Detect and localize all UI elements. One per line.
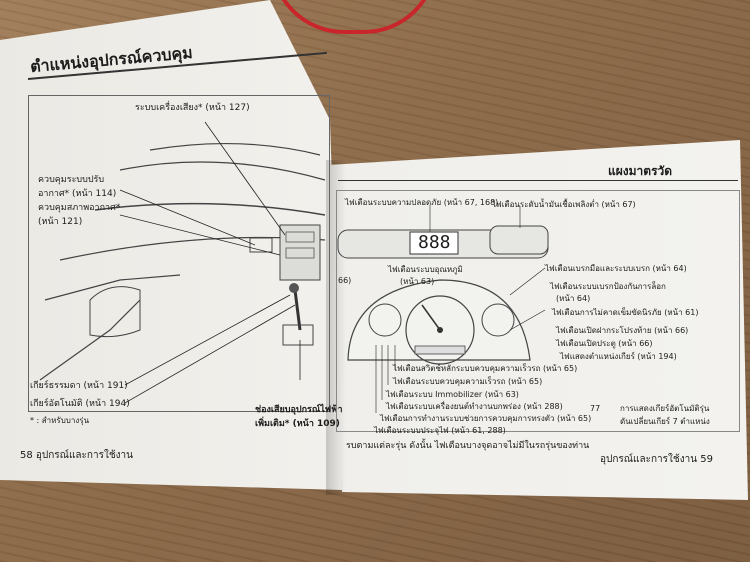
right-page-title: แผงมาตรวัด (608, 164, 673, 178)
label-manual-gear: เกียร์ธรรมดา (หน้า 191) (30, 381, 128, 391)
left-page-footer: 58 อุปกรณ์และการใช้งาน (20, 450, 133, 461)
label-parking-brake: ไฟเตือนเบรกมือและระบบเบรก (หน้า 64) (545, 264, 687, 273)
label-climate-3: ควบคุมสภาพอากาศ* (38, 203, 121, 213)
label-door: ไฟเตือนเปิดประตู (หน้า 66) (556, 339, 653, 348)
digital-display: 888 (418, 232, 451, 253)
label-charging: ไฟเตือนระบบประจุไฟ (หน้า 61, 288) (374, 426, 506, 435)
label-fuel-light: ไฟเตือนระดับน้ำมันเชื้อเพลิงต่ำ (หน้า 67… (492, 200, 636, 209)
label-engine-malfunction: ไฟเตือนระบบเครื่องยนต์ทำงานบกพร่อง (หน้า… (386, 402, 563, 411)
dashboard-illustration-frame (28, 95, 330, 412)
label-page-77: 77 (590, 404, 601, 413)
label-temp-light-page: (หน้า 63) (400, 277, 435, 286)
label-climate-1: ควบคุมระบบปรับ (38, 175, 105, 185)
label-safety-light: ไฟเตือนระบบความปลอดภัย (หน้า 67, 168) (345, 198, 499, 207)
label-cruise-main: ไฟเตือนสวิตช์หลักระบบควบคุมความเร็วรถ (ห… (393, 364, 578, 373)
right-page-footer: อุปกรณ์และการใช้งาน 59 (600, 454, 713, 465)
gauge-illustration-frame (336, 190, 740, 432)
label-cruise-control: ไฟเตือนระบบควบคุมความเร็วรถ (หน้า 65) (393, 377, 543, 386)
label-seatbelt: ไฟเตือนการไม่คาดเข็มขัดนิรภัย (หน้า 61) (552, 308, 699, 317)
label-immobilizer: ไฟเตือนระบบ Immobilizer (หน้า 63) (386, 390, 519, 399)
label-abs-2: (หน้า 64) (556, 294, 591, 303)
label-eps: ไฟเตือนการทำงานระบบช่วยการควบคุมการทรงตั… (380, 414, 592, 423)
label-climate-2: อากาศ* (หน้า 114) (38, 189, 117, 199)
label-gear-display-2: ดันเปลี่ยนเกียร์ 7 ตำแหน่ง (620, 417, 710, 426)
label-abs-1: ไฟเตือนระบบเบรกป้องกันการล็อก (550, 282, 666, 291)
label-left-66: 66) (338, 276, 352, 285)
label-socket-2: เพิ่มเติม* (หน้า 109) (255, 419, 340, 429)
left-footnote: * : สำหรับบางรุ่น (30, 416, 90, 425)
label-auto-gear: เกียร์อัตโนมัติ (หน้า 194) (30, 399, 130, 409)
label-climate-4: (หน้า 121) (38, 217, 83, 227)
label-temp-light: ไฟเตือนระบบอุณหภูมิ (388, 265, 463, 274)
label-gear-position: ไฟแสดงตำแหน่งเกียร์ (หน้า 194) (560, 352, 677, 361)
right-bottom-note: รบตามแต่ละรุ่น ดังนั้น ไฟเตือนบางจุดอาจไ… (346, 441, 590, 451)
label-gear-display-1: การแสดงเกียร์อัตโนมัติรุ่น (620, 404, 710, 413)
label-trunk: ไฟเตือนเปิดฝากระโปรงท้าย (หน้า 66) (556, 326, 689, 335)
label-socket-1: ช่องเสียบอุปกรณ์ไฟฟ้า (255, 405, 343, 415)
label-audio-system: ระบบเครื่องเสียง* (หน้า 127) (135, 103, 250, 113)
right-title-rule (338, 180, 738, 181)
